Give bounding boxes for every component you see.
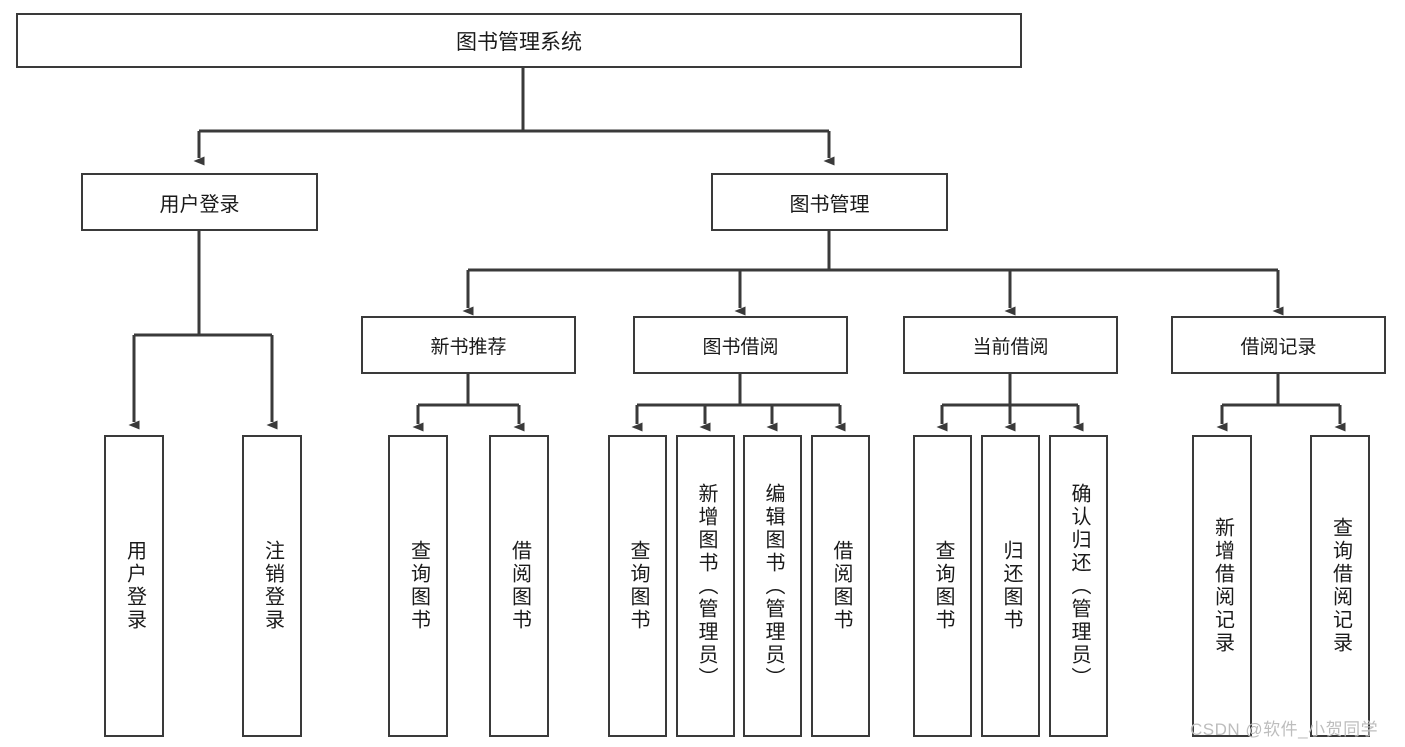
node-label: 编辑图书（管理员）: [762, 482, 784, 690]
node-new-book-recommend[interactable]: 新书推荐: [361, 316, 576, 374]
node-label: 查询图书: [407, 540, 430, 632]
node-current-borrow[interactable]: 当前借阅: [903, 316, 1118, 374]
node-leaf-return-book[interactable]: 归还图书: [981, 435, 1040, 737]
node-leaf-add-borrow-record[interactable]: 新增借阅记录: [1192, 435, 1252, 737]
node-label: 查询图书: [627, 540, 649, 632]
node-label: 图书管理系统: [456, 30, 582, 54]
node-label: 查询借阅记录: [1329, 517, 1352, 655]
node-book-management[interactable]: 图书管理: [711, 173, 948, 231]
node-leaf-user-login[interactable]: 用户登录: [104, 435, 164, 737]
node-root-system[interactable]: 图书管理系统: [16, 13, 1022, 68]
node-leaf-edit-book[interactable]: 编辑图书（管理员）: [743, 435, 802, 737]
node-leaf-query-book-3[interactable]: 查询图书: [913, 435, 972, 737]
node-label: 用户登录: [123, 540, 146, 632]
node-leaf-logout-login[interactable]: 注销登录: [242, 435, 302, 737]
node-label: 图书管理: [789, 193, 870, 216]
node-leaf-query-book-2[interactable]: 查询图书: [608, 435, 667, 737]
node-label: 新增图书（管理员）: [695, 482, 717, 690]
node-label: 图书借阅: [702, 336, 779, 358]
node-label: 借阅记录: [1240, 336, 1317, 358]
node-label: 注销登录: [261, 540, 284, 632]
node-label: 用户登录: [159, 193, 240, 216]
node-borrow-record[interactable]: 借阅记录: [1171, 316, 1386, 374]
node-leaf-add-book[interactable]: 新增图书（管理员）: [676, 435, 735, 737]
node-leaf-borrow-book-2[interactable]: 借阅图书: [811, 435, 870, 737]
node-label: 新书推荐: [430, 336, 507, 358]
node-label: 归还图书: [1000, 540, 1022, 632]
node-user-login[interactable]: 用户登录: [81, 173, 318, 231]
node-label: 当前借阅: [972, 336, 1049, 358]
node-book-borrow[interactable]: 图书借阅: [633, 316, 848, 374]
node-label: 借阅图书: [508, 540, 531, 632]
node-leaf-query-book-1[interactable]: 查询图书: [388, 435, 448, 737]
node-label: 查询图书: [932, 540, 954, 632]
node-label: 新增借阅记录: [1211, 517, 1234, 655]
node-leaf-query-borrow-record[interactable]: 查询借阅记录: [1310, 435, 1370, 737]
watermark-text: CSDN @软件_小贺同学: [1190, 720, 1379, 739]
node-leaf-borrow-book-1[interactable]: 借阅图书: [489, 435, 549, 737]
node-label: 借阅图书: [830, 540, 852, 632]
node-label: 确认归还（管理员）: [1068, 482, 1090, 690]
node-leaf-confirm-return[interactable]: 确认归还（管理员）: [1049, 435, 1108, 737]
